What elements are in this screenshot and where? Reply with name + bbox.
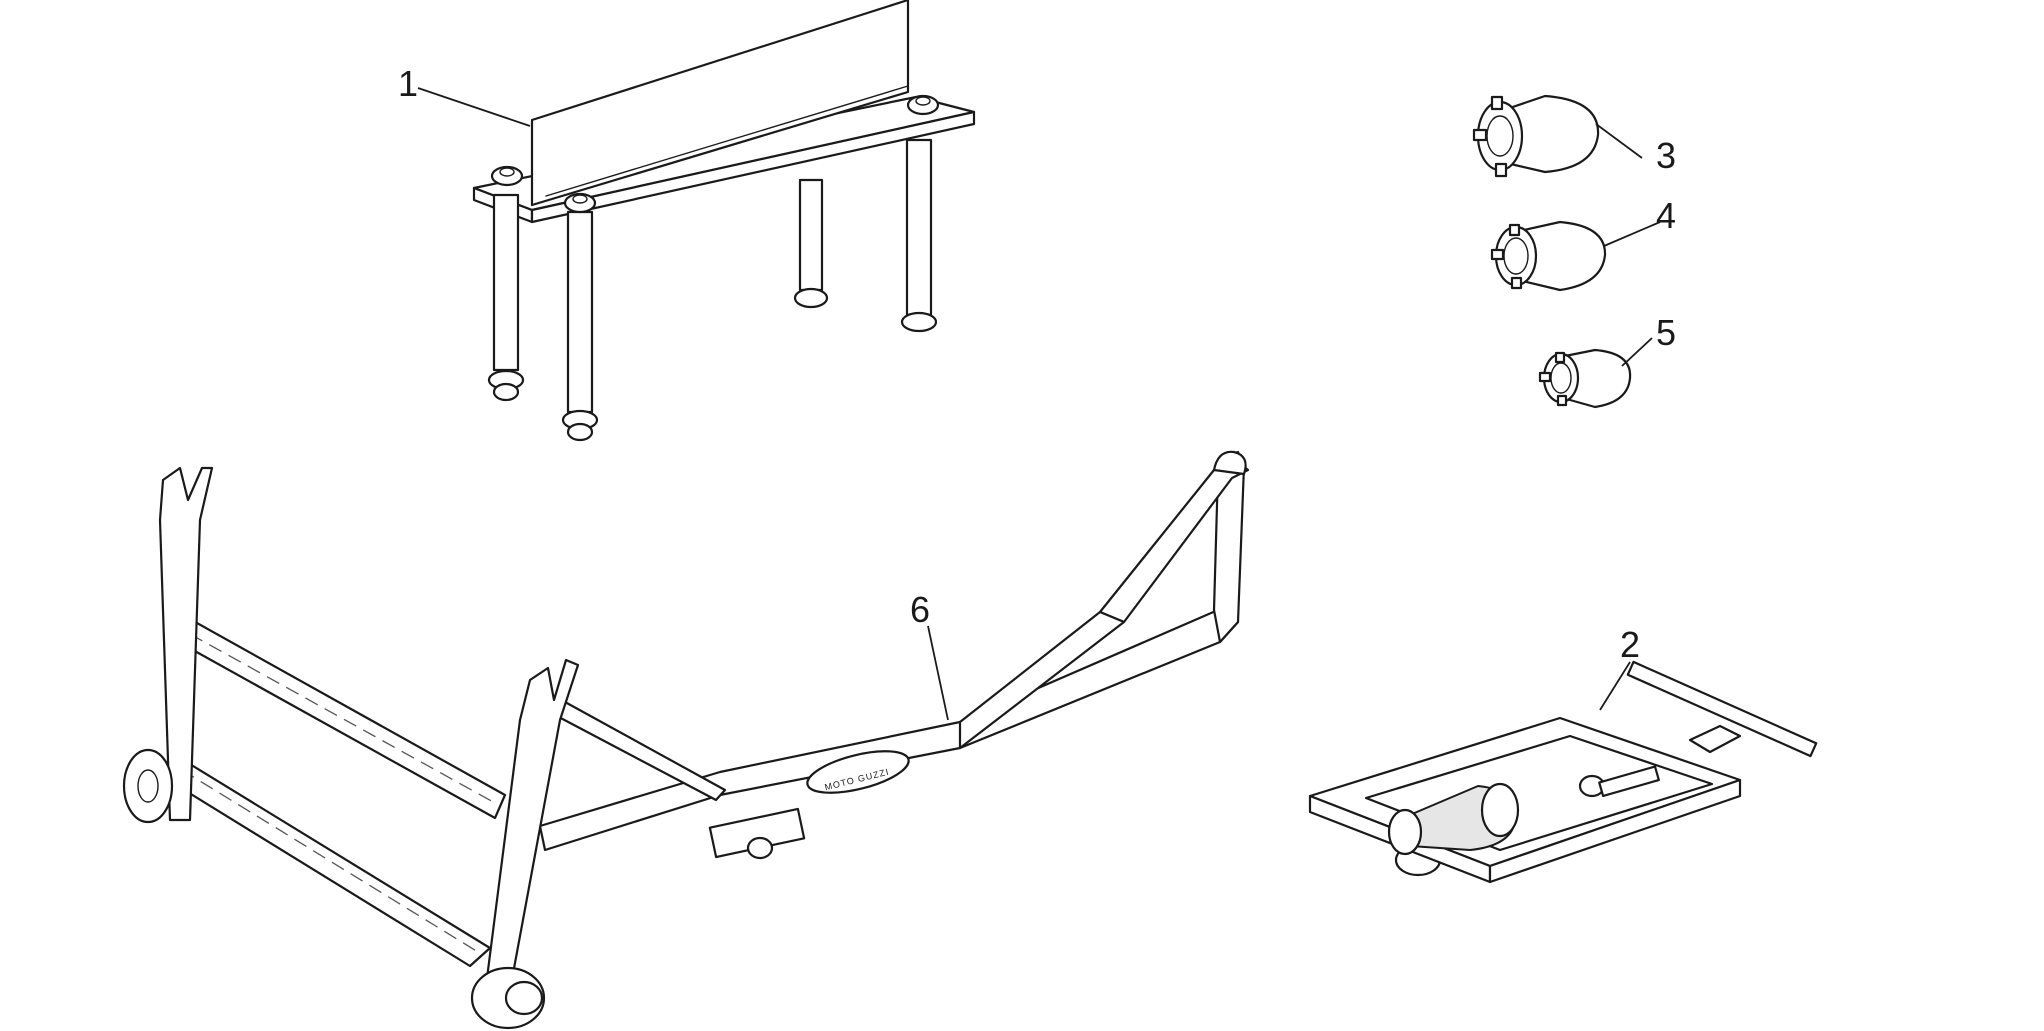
part-6-axle-centerline: [181, 769, 479, 953]
part-3-tooth: [1494, 162, 1508, 178]
part-5-socket-tool: [1538, 348, 1632, 409]
part-3-socket-tool: [1472, 94, 1600, 178]
part-6-left-leg: [158, 466, 214, 822]
part-1-leg: [905, 138, 933, 317]
part-6-handle-lower: [538, 608, 1240, 852]
part-6-logo-plate: [806, 750, 910, 794]
part-1-nut-hole: [915, 96, 931, 106]
part-1-nut-hole: [572, 194, 588, 204]
part-6-handle-mid: [958, 610, 1126, 750]
part-6-axle: [158, 756, 492, 968]
part-6-clamp-bolt: [746, 836, 774, 860]
part-6-handle-end: [1212, 450, 1247, 476]
leader-line-2: [1599, 661, 1631, 711]
callout-labels: 1 2 3 4 5 6: [398, 63, 1676, 665]
leader-line-4: [1603, 221, 1661, 247]
part-6-right-wheel-hub: [504, 980, 544, 1016]
part-3-tooth: [1490, 95, 1504, 111]
leader-line-6: [927, 625, 949, 721]
part-1-foot: [492, 382, 520, 402]
part-3-body: [1496, 94, 1600, 174]
leader-line-5: [1621, 337, 1653, 367]
part-6-crossbar-centerline: [189, 633, 496, 804]
part-4-body: [1513, 220, 1607, 292]
part-3-tooth: [1472, 128, 1488, 142]
part-1-foot: [900, 311, 938, 333]
part-2-slide-block: [1688, 724, 1742, 754]
callout-2: 2: [1620, 624, 1640, 665]
part-2-slide-bar: [1626, 660, 1818, 758]
part-1-leg: [492, 193, 520, 372]
part-1-support-bracket: [472, 0, 976, 442]
part-6-right-leg: [484, 658, 580, 992]
part-6-left-wheel: [122, 748, 174, 824]
part-2-cylinder-face: [1480, 782, 1520, 838]
part-1-foot: [793, 287, 829, 309]
part-4-tooth: [1510, 276, 1523, 290]
part-1-foot: [566, 422, 594, 442]
callout-1: 1: [398, 63, 418, 104]
part-5-body: [1558, 348, 1632, 409]
leader-line-3: [1595, 123, 1643, 159]
part-4-tooth: [1490, 248, 1505, 261]
part-5-tooth: [1538, 371, 1552, 383]
part-1-flange: [530, 0, 910, 207]
callout-3: 3: [1656, 135, 1676, 176]
part-2-bolt-shaft: [1598, 765, 1660, 798]
part-1-plate-edge: [530, 110, 976, 224]
leader-lines: [417, 87, 1661, 721]
callout-5: 5: [1656, 312, 1676, 353]
part-5-tooth: [1554, 351, 1566, 364]
part-1-leg: [566, 210, 594, 414]
part-1-leg: [798, 178, 824, 292]
part-4-socket-tool: [1490, 220, 1607, 292]
callout-6: 6: [910, 589, 930, 630]
leader-line-1: [417, 87, 531, 127]
part-1-nut-hole: [499, 167, 515, 177]
part-2-frame-edge: [1488, 778, 1742, 884]
part-2-cylinder-end: [1387, 808, 1423, 856]
part-6-brace: [553, 700, 727, 802]
part-5-tooth: [1556, 394, 1568, 407]
part-6-left-wheel-hub: [137, 769, 159, 803]
part-2-frame-tool: [1308, 660, 1818, 884]
part-4-tooth: [1508, 223, 1521, 237]
part-1-flange-edge: [545, 85, 909, 197]
callout-4: 4: [1656, 195, 1676, 236]
part-6-central-stand: MOTO GUZZI: [122, 450, 1250, 1030]
